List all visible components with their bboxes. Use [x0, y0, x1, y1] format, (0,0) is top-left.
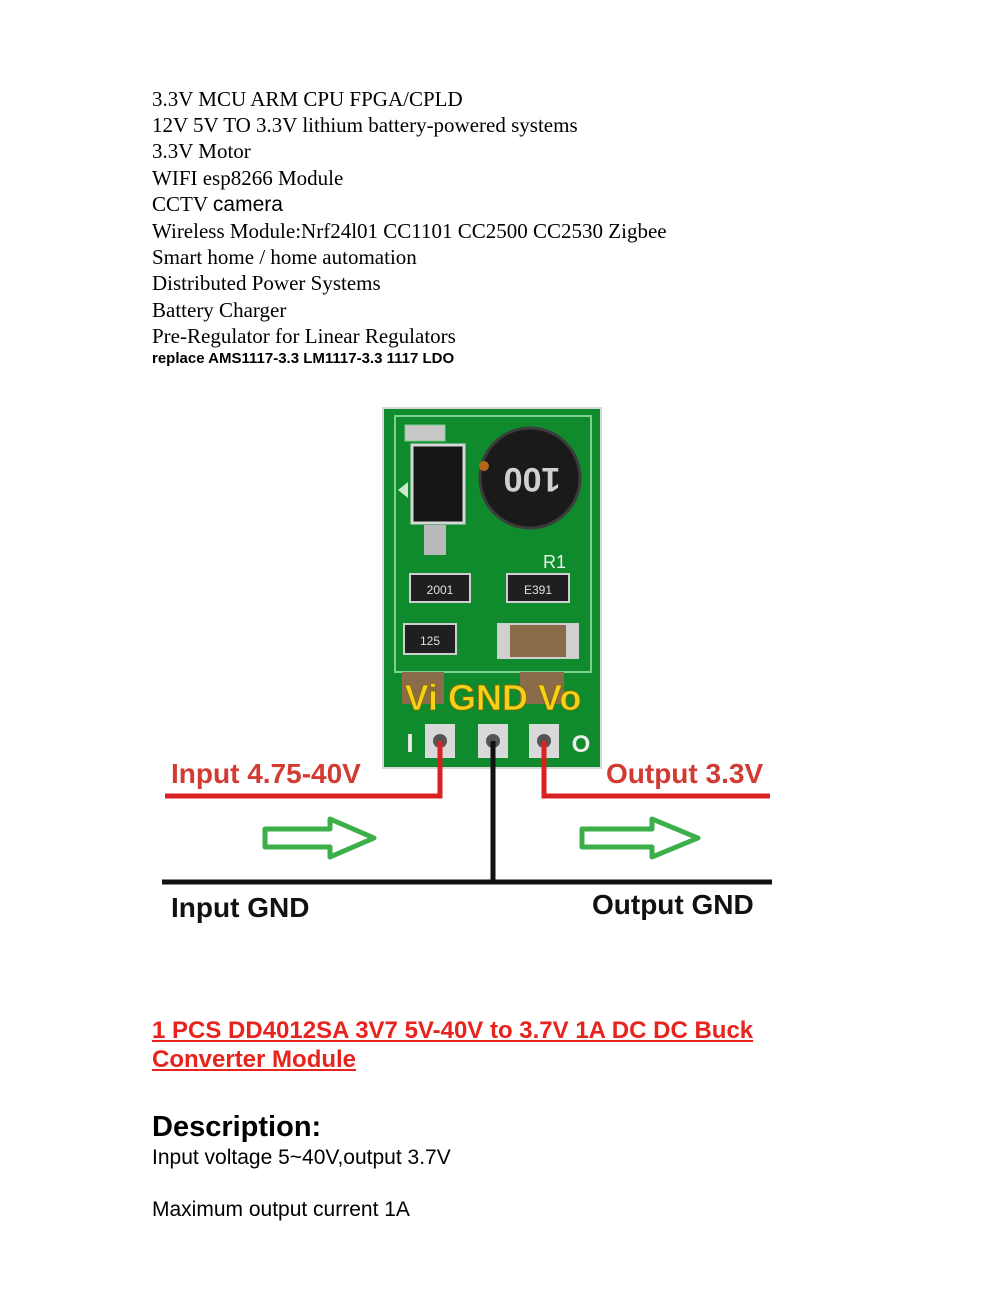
resistor — [403, 623, 457, 655]
list-item: Battery Charger — [152, 297, 287, 322]
list-item: Pre-Regulator for Linear Regulators — [152, 323, 456, 348]
arrow-right-icon — [579, 816, 701, 860]
cctv-prefix: CCTV — [152, 191, 208, 216]
resistor-ref-label: R1 — [543, 552, 566, 572]
arrow-right-icon — [262, 816, 377, 860]
description-line: Input voltage 5~40V,output 3.7V — [152, 1146, 451, 1169]
pcb-inner-outline — [394, 415, 592, 673]
capacitor-cap-left — [498, 624, 510, 658]
inductor-mark: 100 — [504, 460, 561, 498]
description-heading: Description: — [152, 1111, 322, 1143]
application-list: 3.3V MCU ARM CPU FPGA/CPLD 12V 5V TO 3.3… — [152, 86, 667, 349]
cctv-suffix: camera — [212, 192, 283, 216]
list-item: 12V 5V TO 3.3V lithium battery-powered s… — [152, 113, 578, 138]
list-item: Smart home / home automation — [152, 245, 417, 270]
output-voltage-label: Output 3.3V — [606, 758, 763, 789]
resistor-code: 125 — [420, 634, 440, 648]
description-line: Maximum output current 1A — [152, 1198, 410, 1221]
pad — [402, 672, 444, 704]
resistor — [409, 573, 471, 603]
list-item: Distributed Power Systems — [152, 271, 381, 296]
input-voltage-label: Input 4.75-40V — [171, 758, 361, 789]
ic-leg — [424, 525, 446, 555]
resistor-code: E391 — [524, 583, 552, 597]
ic-pad — [404, 424, 446, 442]
input-gnd-label: Input GND — [171, 892, 309, 923]
product-title-link[interactable]: 1 PCS DD4012SA 3V7 5V-40V to 3.7V 1A DC … — [152, 1017, 754, 1073]
capacitor-cap-right — [566, 624, 578, 658]
inductor — [478, 426, 582, 530]
output-gnd-label: Output GND — [592, 889, 754, 920]
wiring-diagram: 100 R1 2001 E391 125 Vi GND Vo I O Input… — [162, 407, 772, 923]
pin-left-mark: I — [406, 728, 413, 758]
pad — [520, 672, 564, 704]
diode-mark — [398, 482, 408, 498]
list-item-cctv: CCTV camera — [152, 191, 667, 218]
pin-right-mark: O — [572, 731, 591, 758]
list-item: 3.3V Motor — [152, 139, 251, 164]
inductor-wire-end — [479, 461, 489, 471]
list-item: 3.3V MCU ARM CPU FPGA/CPLD — [152, 87, 463, 111]
ic-chip — [410, 443, 466, 525]
resistor — [506, 573, 570, 603]
list-item: WIFI esp8266 Module — [152, 165, 344, 190]
resistor-code: 2001 — [427, 583, 454, 597]
pin-header-label: Vi GND Vo — [405, 677, 582, 718]
list-item: Wireless Module:Nrf24l01 CC1101 CC2500 C… — [152, 219, 667, 244]
output-wire — [541, 741, 770, 799]
input-wire — [165, 741, 443, 799]
replace-note: replace AMS1117-3.3 LM1117-3.3 1117 LDO — [152, 350, 455, 367]
